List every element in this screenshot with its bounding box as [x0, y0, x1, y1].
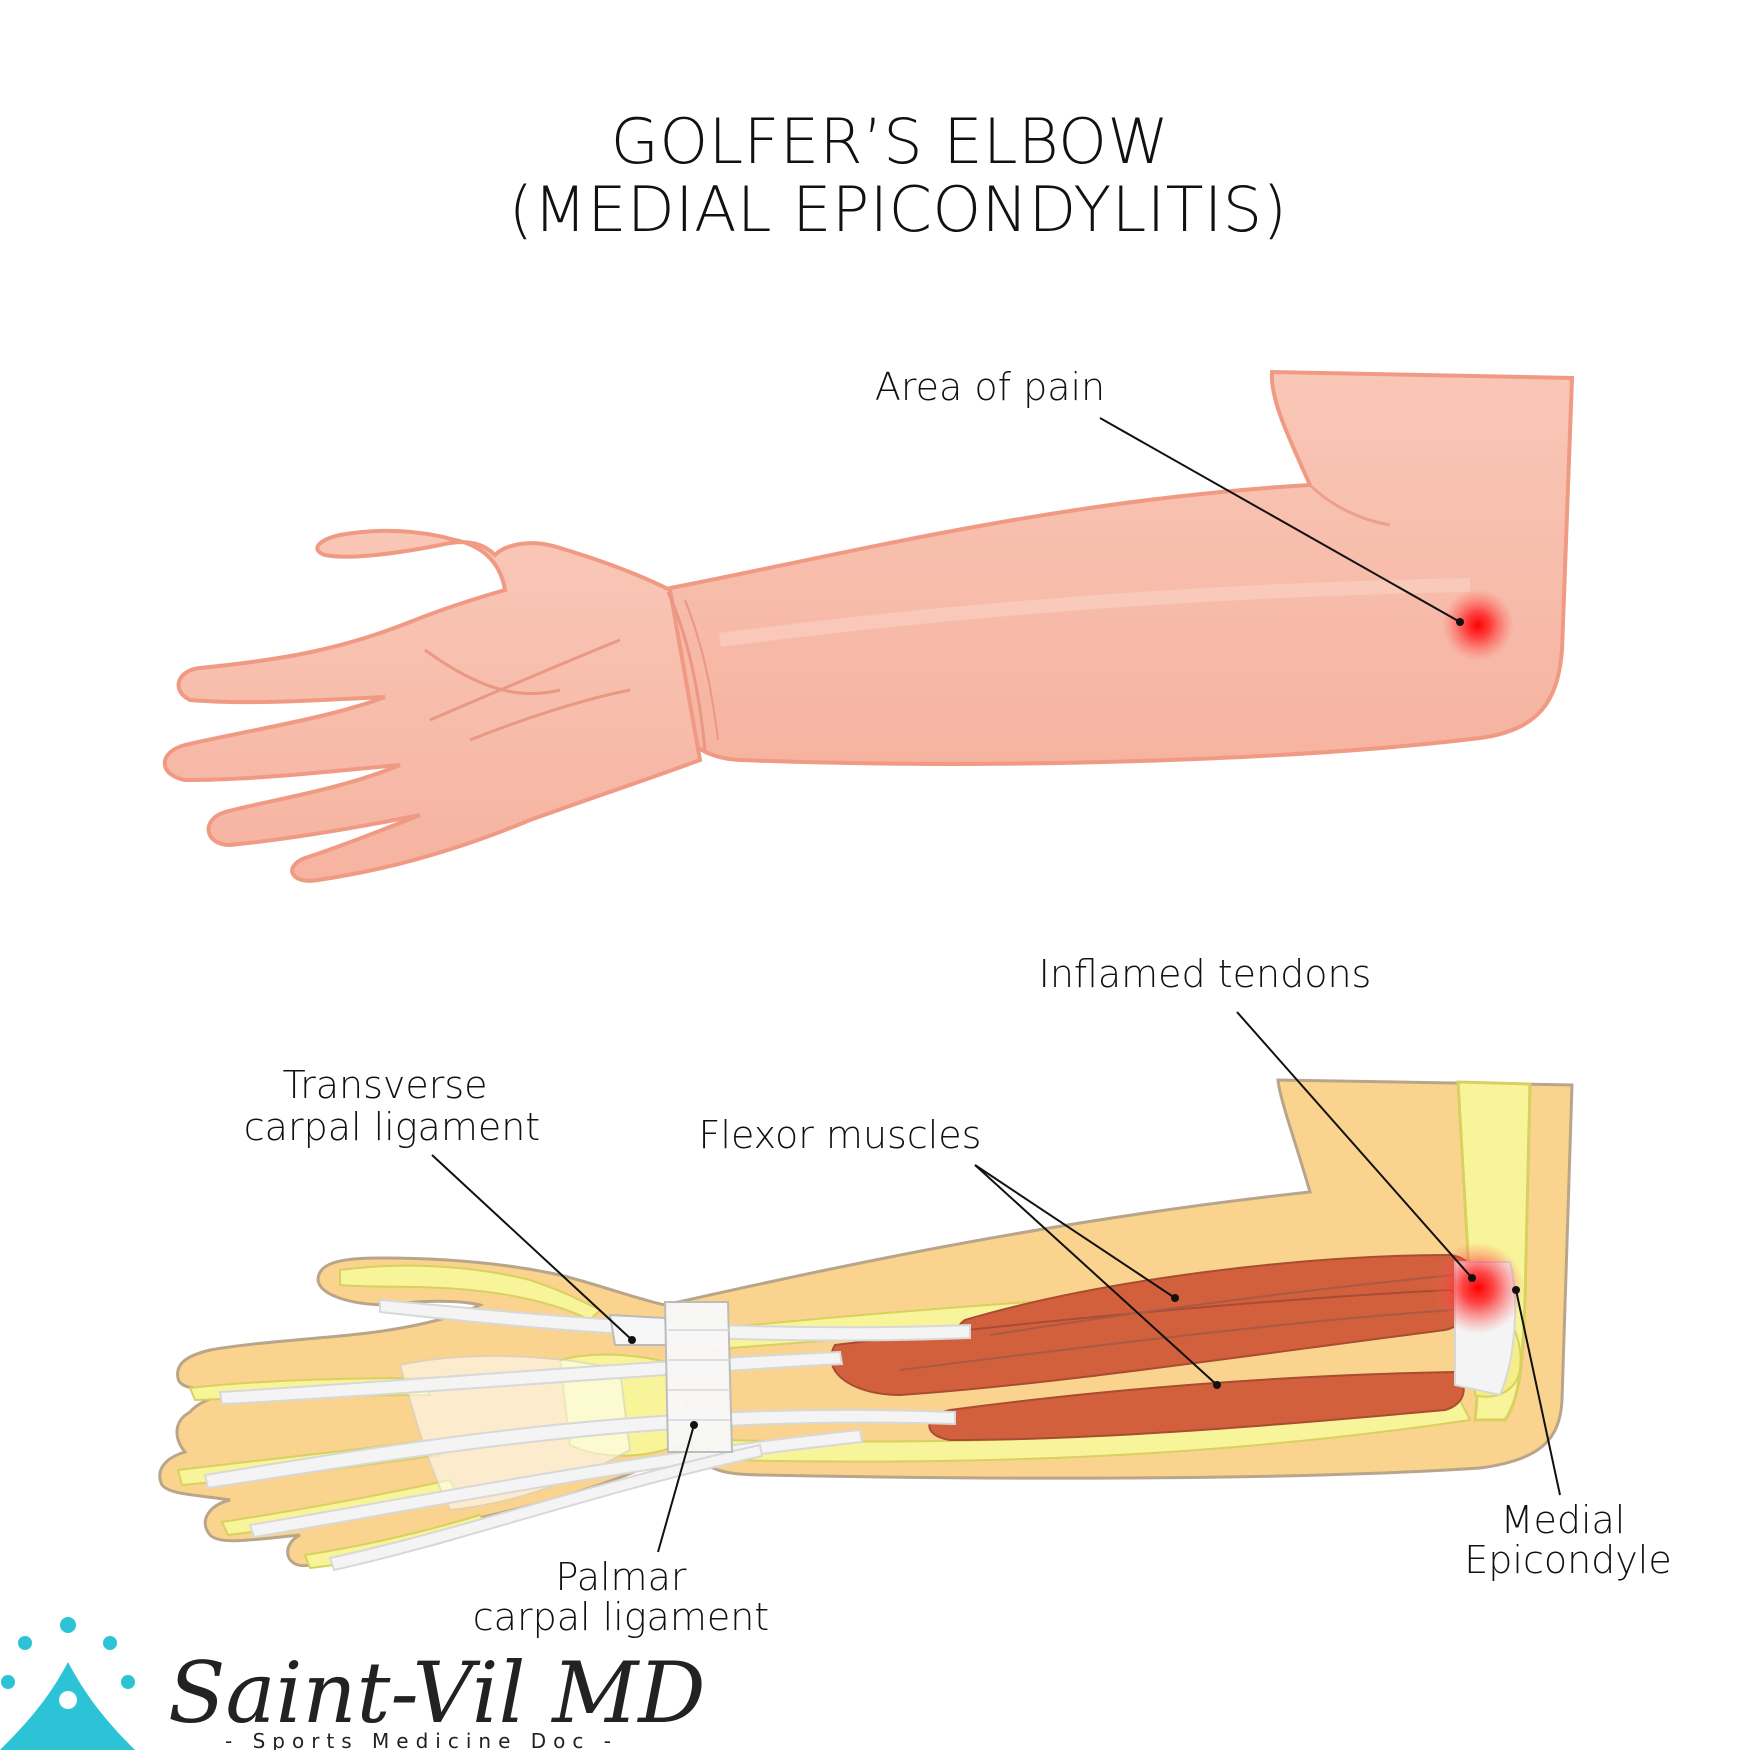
palm-line-1	[424, 648, 561, 696]
inflamed-tendon-glow	[1432, 1242, 1524, 1334]
callout-area-of-pain: Area of pain	[875, 365, 1464, 626]
label-inflamed-tendons: Inflamed tendons	[1039, 952, 1372, 996]
callout-transverse-carpal-ligament: Transverse carpal ligament	[244, 1063, 636, 1344]
palm-line-2	[429, 638, 621, 722]
tendon-1	[379, 1298, 971, 1342]
logo-dot	[1, 1675, 15, 1689]
leader-flexor-upper	[974, 1164, 1176, 1299]
logo-mark-icon	[0, 1617, 135, 1750]
leader-dot-flexor-lower	[1213, 1381, 1221, 1389]
leader-flexor-lower	[974, 1164, 1218, 1386]
leader-medial-epicondyle	[1515, 1289, 1561, 1496]
leader-dot-medial-epicondyle	[1512, 1286, 1520, 1294]
leader-inflamed-tendons	[1236, 1011, 1473, 1279]
label-flexor-muscles: Flexor muscles	[699, 1113, 982, 1157]
leader-palmar-carpal	[657, 1424, 695, 1553]
leader-dot-flexor-upper	[1171, 1294, 1179, 1302]
label-transverse-line-2: carpal ligament	[244, 1105, 540, 1149]
tendon-5	[328, 1443, 764, 1572]
label-medial-line-2: Epicondyle	[1464, 1538, 1671, 1582]
leader-dot-transverse-carpal	[628, 1336, 636, 1344]
pain-spot	[1442, 589, 1514, 661]
leader-area-of-pain	[1099, 417, 1461, 623]
logo-tagline: - Sports Medicine Doc -	[225, 1729, 618, 1750]
tendon-3	[203, 1408, 956, 1490]
muscle-fibre-2	[899, 1309, 1456, 1371]
leader-dot-palmar-carpal	[690, 1421, 698, 1429]
logo-dot	[121, 1675, 135, 1689]
label-palmar-line-2: carpal ligament	[473, 1595, 769, 1639]
logo-dot	[60, 1617, 76, 1633]
callout-flexor-muscles: Flexor muscles	[699, 1113, 1221, 1389]
leader-dot-area-of-pain	[1456, 618, 1464, 626]
callout-medial-epicondyle: Medial Epicondyle	[1464, 1286, 1672, 1582]
callout-palmar-carpal-ligament: Palmar carpal ligament	[473, 1421, 769, 1639]
logo-head	[59, 1691, 77, 1709]
title-line-2: (MEDIAL EPICONDYLITIS)	[509, 173, 1288, 246]
label-area-of-pain: Area of pain	[875, 365, 1105, 409]
label-palmar-line-1: Palmar	[556, 1555, 687, 1599]
anatomy-arm-illustration	[158, 1078, 1574, 1572]
leader-transverse-carpal	[431, 1154, 633, 1341]
elbow-crease	[1308, 483, 1391, 527]
logo-name: Saint-Vil MD	[168, 1644, 706, 1742]
logo-dot	[18, 1636, 32, 1650]
palm-line-3	[469, 688, 631, 742]
hand-skin	[163, 528, 703, 883]
label-medial-line-1: Medial	[1501, 1498, 1626, 1542]
brand-logo: Saint-Vil MD - Sports Medicine Doc -	[0, 1617, 706, 1750]
callout-inflamed-tendons: Inflamed tendons	[1039, 952, 1476, 1282]
surface-arm-illustration	[163, 369, 1575, 883]
palmar-ligament-striations	[668, 1329, 730, 1421]
leader-dot-inflamed-tendons	[1468, 1274, 1476, 1282]
palmar-carpal-ligament	[663, 1301, 734, 1453]
muscle-fibre-1	[989, 1274, 1456, 1336]
forearm-highlight	[719, 578, 1471, 647]
title-line-1: GOLFER’S ELBOW	[611, 105, 1169, 178]
wrist-crease-2	[684, 599, 719, 741]
wrist-crease	[666, 591, 707, 751]
label-transverse-line-1: Transverse	[282, 1063, 487, 1107]
flexor-muscle-lower	[928, 1370, 1465, 1442]
logo-dot	[103, 1636, 117, 1650]
title: GOLFER’S ELBOW (MEDIAL EPICONDYLITIS)	[509, 105, 1288, 246]
forearm-skin	[657, 369, 1575, 766]
flexor-muscle-middle	[830, 1288, 1468, 1397]
transverse-carpal-ligament	[608, 1313, 670, 1346]
